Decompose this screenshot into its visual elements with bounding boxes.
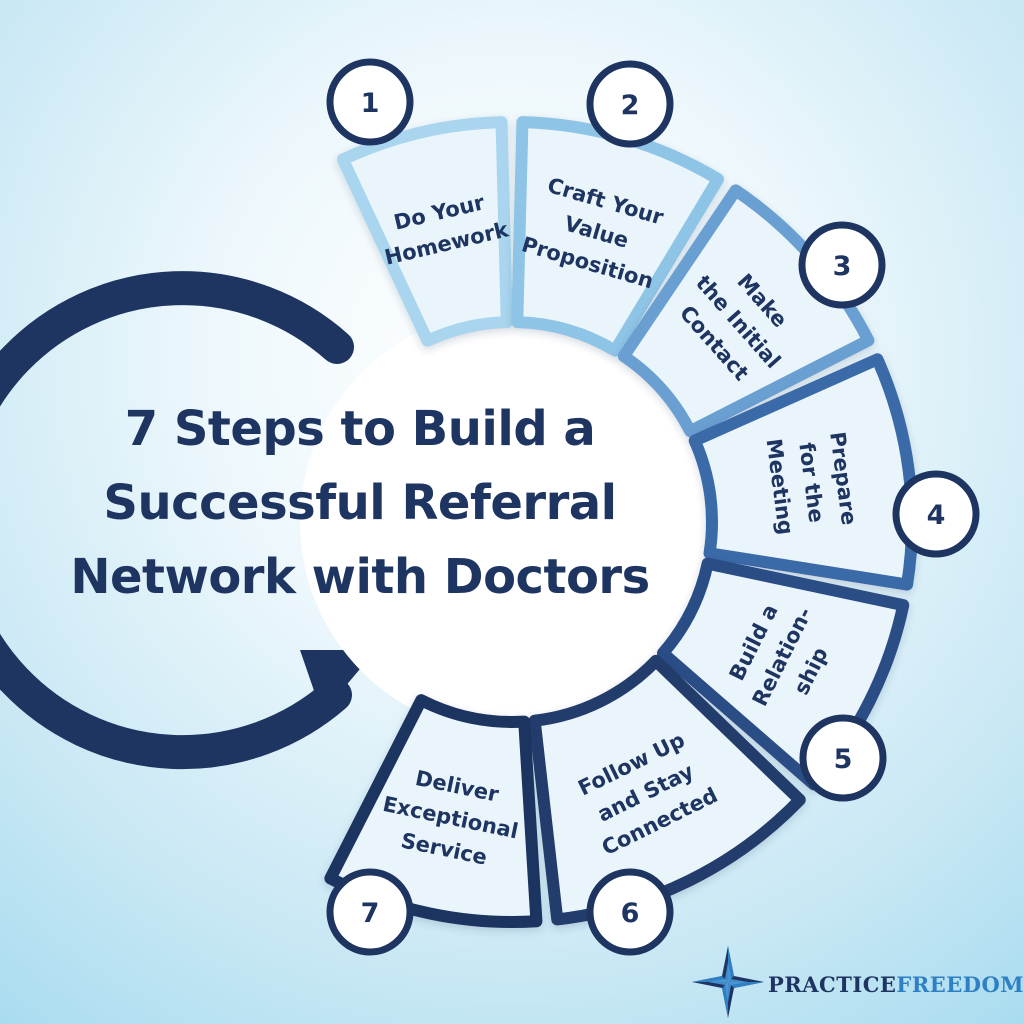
step-tile-3 (617, 184, 875, 438)
step-number-7: 7 (361, 898, 380, 929)
step-tile-4 (688, 353, 918, 591)
step-number-2: 2 (621, 90, 640, 121)
step-number-5: 5 (834, 744, 853, 775)
step-number-3: 3 (833, 251, 852, 282)
logo-part-practice: PRACTICE (768, 972, 897, 997)
page-title: 7 Steps to Build a Successful Referral N… (30, 392, 690, 614)
logo-wordmark: PRACTICEFREEDOMU® (768, 972, 1024, 997)
step-badge-circle-4 (892, 470, 980, 558)
step-label-4: Preparefor theMeeting (761, 429, 861, 536)
step-badges: 1 2 3 4 5 6 7 (326, 58, 980, 956)
step-badge-1: 1 (326, 58, 414, 146)
step-badge-5: 5 (799, 714, 887, 802)
brand-logo: PRACTICEFREEDOMU® (690, 944, 1024, 1020)
step-badge-circle-5 (799, 714, 887, 802)
step-badge-6: 6 (586, 868, 674, 956)
inner-ring (0, 271, 354, 770)
step-tile-2 (511, 116, 725, 357)
step-number-6: 6 (621, 898, 640, 929)
step-badge-7: 7 (326, 868, 414, 956)
title-line-1: 7 Steps to Build a (124, 401, 596, 457)
step-badge-circle-6 (586, 868, 674, 956)
title-line-2: Successful Referral (103, 475, 617, 531)
step-badge-circle-2 (586, 60, 674, 148)
step-number-4: 4 (927, 500, 946, 531)
step-tile-7 (324, 694, 543, 928)
step-badge-circle-3 (798, 221, 886, 309)
step-tile-6 (528, 654, 806, 926)
step-badge-3: 3 (798, 221, 886, 309)
step-badge-circle-7 (326, 868, 414, 956)
logo-part-freedom: FREEDOM (896, 972, 1024, 997)
title-line-3: Network with Doctors (70, 549, 650, 605)
step-badge-4: 4 (892, 470, 980, 558)
compass-star-icon (692, 946, 764, 1018)
center-disc (300, 310, 724, 734)
step-badge-circle-1 (326, 58, 414, 146)
step-number-1: 1 (361, 88, 380, 119)
step-badge-2: 2 (586, 60, 674, 148)
